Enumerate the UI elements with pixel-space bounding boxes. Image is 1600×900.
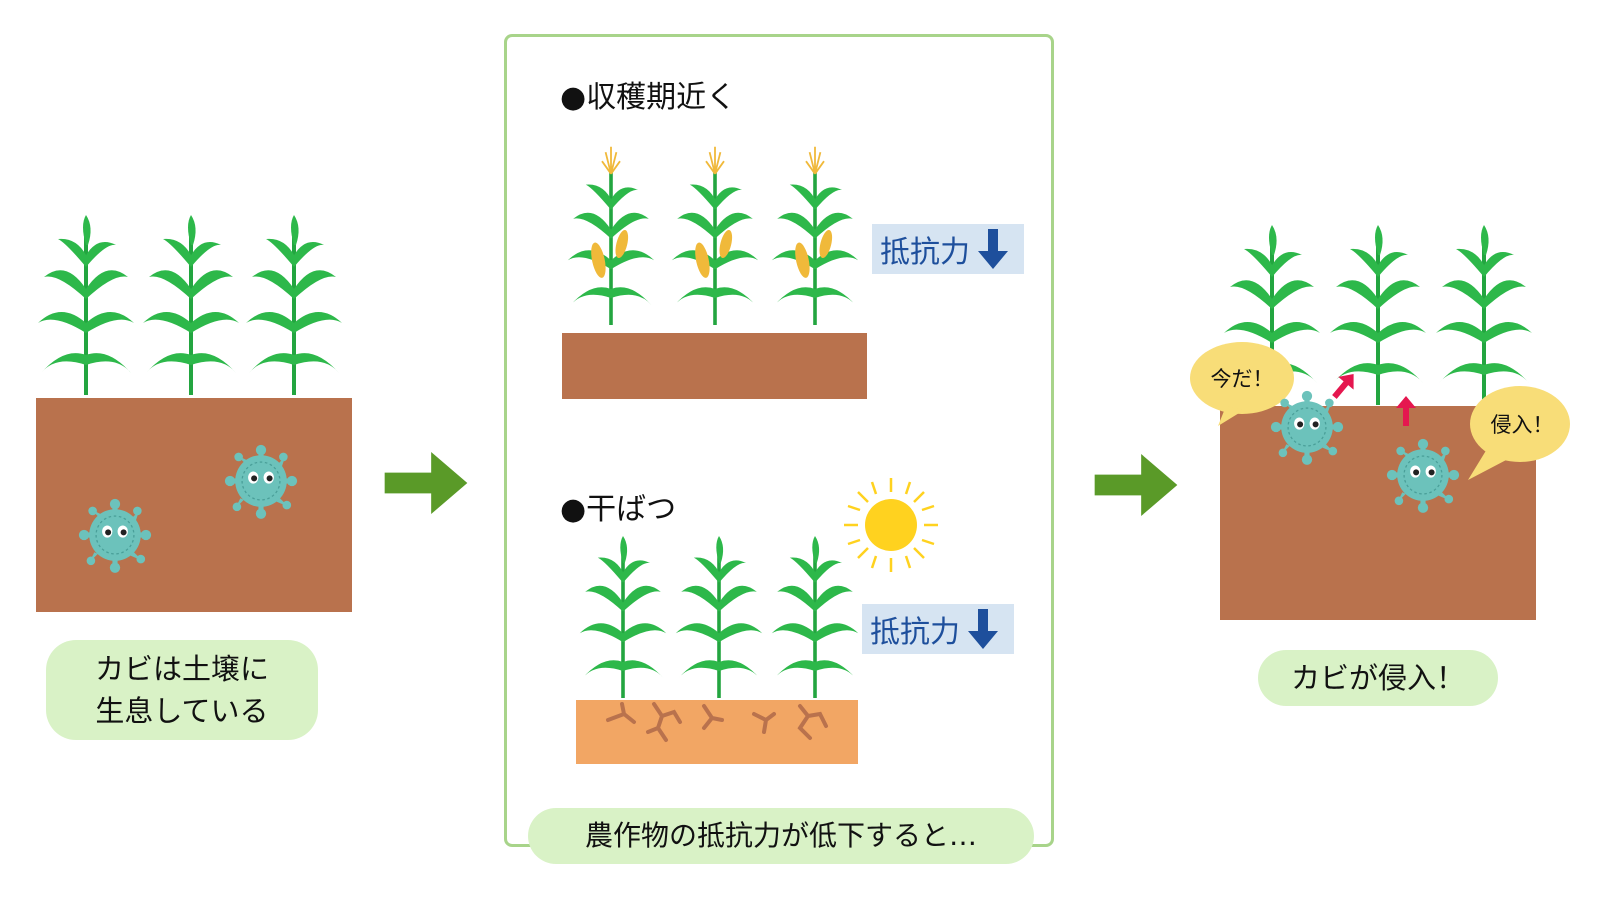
corn-plant-icon <box>770 534 860 700</box>
speech-bubble-now: 今だ！ <box>1190 342 1294 426</box>
right-caption: カビが侵入！ <box>1258 650 1498 706</box>
harvest-soil <box>562 333 867 399</box>
down-arrow-icon <box>978 229 1008 269</box>
left-caption-line1: カビは土壌に <box>94 651 269 686</box>
corn-plant-icon <box>568 147 654 325</box>
harvest-resistance-label: 抵抗力 <box>880 235 970 270</box>
corn-plant-icon <box>674 534 764 700</box>
left-caption: カビは土壌に 生息している <box>46 640 318 740</box>
corn-plants-healthy <box>36 210 356 400</box>
corn-plants-harvest <box>566 132 866 338</box>
fungus-icon <box>1386 438 1460 514</box>
drought-heading: ●干ばつ <box>560 492 677 527</box>
right-arrow-icon <box>384 452 468 514</box>
corn-plant-icon <box>772 147 858 325</box>
corn-plant-icon <box>246 215 342 395</box>
harvest-heading: ●収穫期近く <box>560 80 737 115</box>
bubble-invade-text: 侵入！ <box>1491 413 1554 437</box>
soil-block <box>36 398 352 612</box>
corn-plant-icon <box>672 147 758 325</box>
sun-icon <box>844 478 938 572</box>
harvest-resistance-badge: 抵抗力 <box>872 224 1024 274</box>
speech-bubble-invade: 侵入！ <box>1468 386 1570 480</box>
drought-resistance-badge: 抵抗力 <box>862 604 1014 654</box>
drought-resistance-label: 抵抗力 <box>870 615 960 650</box>
corn-plant-icon <box>38 215 134 395</box>
corn-plant-icon <box>143 215 239 395</box>
corn-plant-icon <box>578 534 668 700</box>
up-arrow-icon <box>1396 396 1416 426</box>
crack-icon <box>606 702 828 742</box>
corn-plant-icon <box>1436 225 1532 405</box>
right-arrow-icon <box>1094 454 1178 516</box>
middle-caption: 農作物の抵抗力が低下すると… <box>528 808 1034 864</box>
down-arrow-icon <box>968 609 998 649</box>
fungus-icon <box>224 444 298 520</box>
bubble-now-text: 今だ！ <box>1211 367 1274 391</box>
corn-plants-drought <box>578 534 860 700</box>
left-caption-line2: 生息している <box>95 694 269 728</box>
fungus-icon <box>78 498 152 574</box>
